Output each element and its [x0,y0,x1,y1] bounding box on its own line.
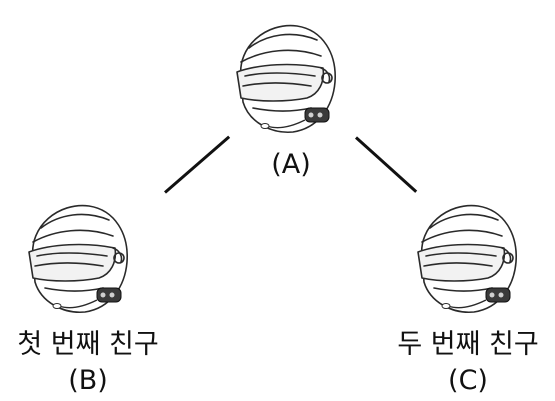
helmet-b [15,196,135,316]
label-c-name: 두 번째 친구 [397,329,539,360]
helmet-c [404,196,524,316]
helmet-icon [417,204,517,313]
helmet-icon [28,204,128,313]
connector-a-c [354,136,418,193]
label-b: (B) [68,365,108,396]
label-a: (A) [271,149,311,180]
label-c: (C) [448,365,488,396]
helmet-icon [236,24,336,133]
connector-a-b [164,135,231,194]
helmet-a [223,16,343,136]
label-b-name: 첫 번째 친구 [17,329,159,360]
